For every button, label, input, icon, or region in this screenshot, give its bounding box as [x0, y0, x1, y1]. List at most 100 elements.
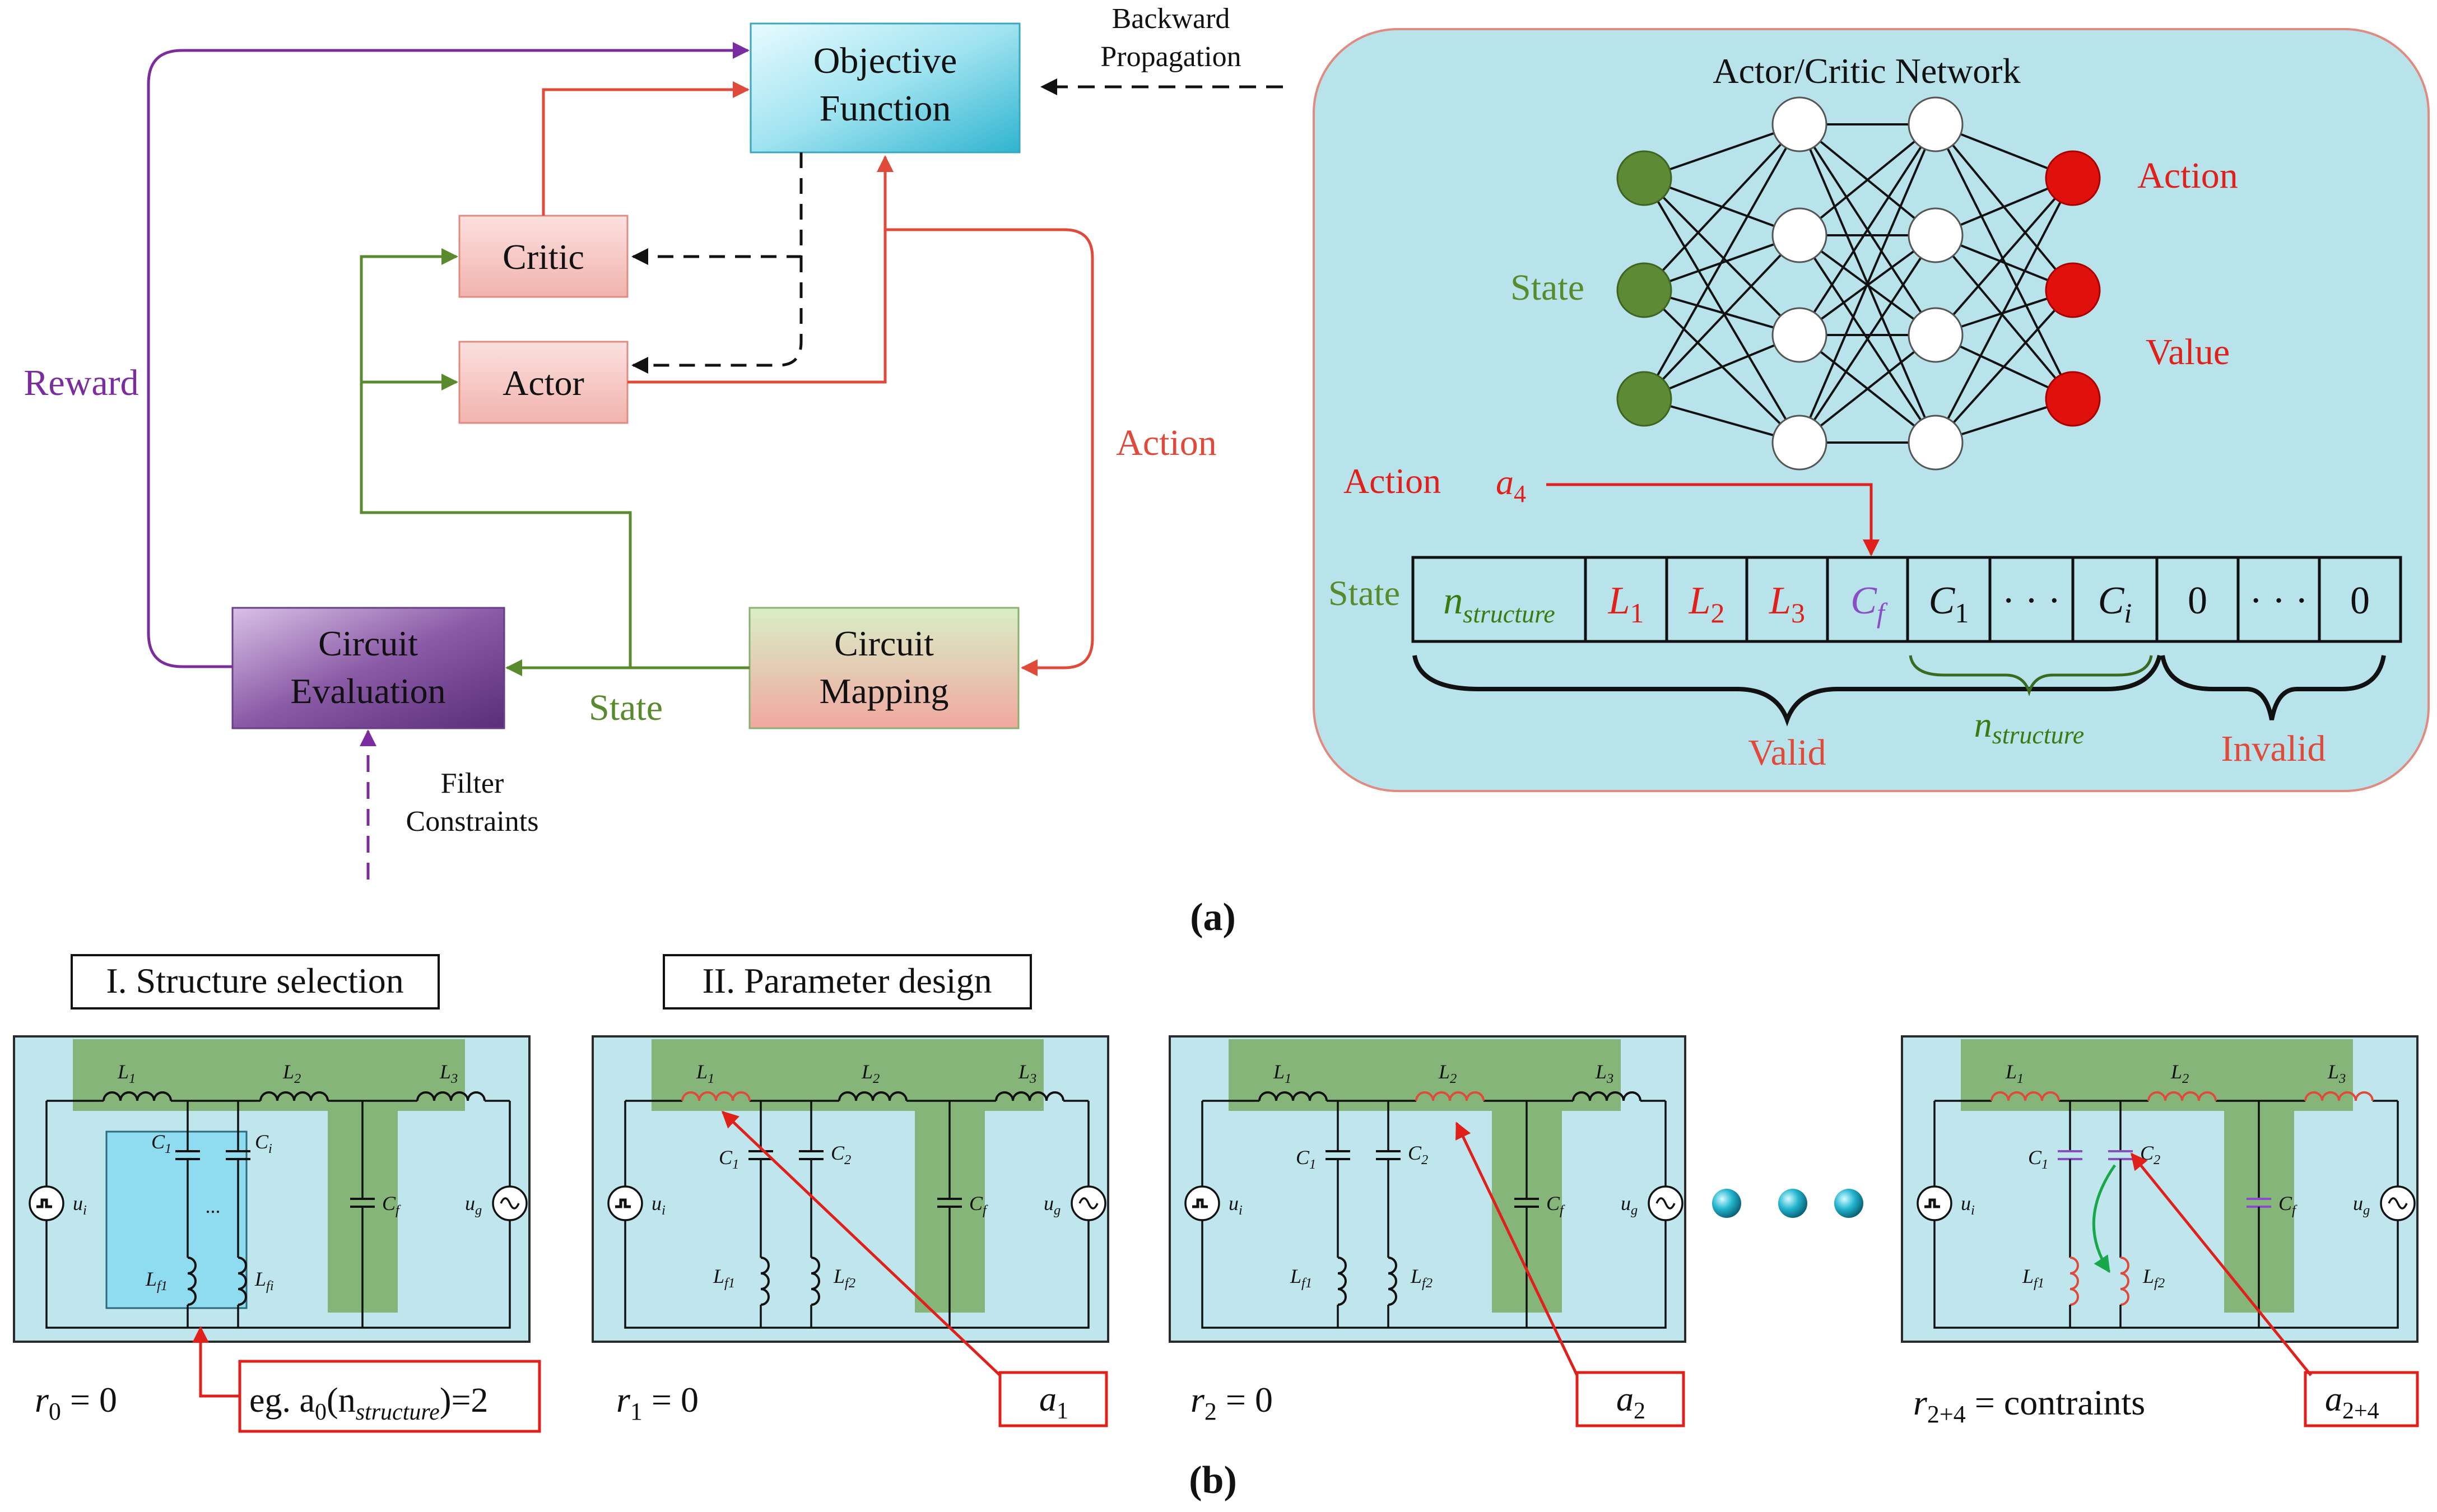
inductor	[187, 1257, 197, 1306]
a4-arrow	[1546, 483, 1880, 556]
part-b: I. Structure selection II. Parameter des…	[13, 954, 2419, 1433]
structure-selection-box	[71, 954, 440, 1009]
state-cell-label: 0	[2188, 579, 2207, 622]
swap-arrow	[2092, 1164, 2117, 1273]
component-label: ug	[2353, 1192, 2370, 1218]
actor-box	[458, 341, 629, 424]
network-edge	[1798, 334, 1937, 444]
state-row-label: State	[1328, 573, 1400, 613]
network-edge	[1798, 123, 1937, 236]
circuit-evaluation-line1: Circuit	[318, 624, 418, 663]
component-label: L3	[2327, 1060, 2346, 1086]
a4-label: a4	[1496, 462, 1526, 508]
flow-diagram: Objective Function Backward Propagation …	[24, 3, 1283, 880]
valid-label: Valid	[1748, 732, 1826, 773]
state-cell	[2318, 556, 2402, 643]
a24-box	[2304, 1371, 2419, 1427]
inductor	[1572, 1091, 1641, 1101]
r24-label: r2+4 = contraints	[1913, 1383, 2145, 1428]
inductor	[2069, 1257, 2079, 1306]
state-to-actor-critic-path	[360, 248, 632, 668]
state-cell-label: Ci	[2098, 579, 2132, 629]
inductor	[2120, 1257, 2129, 1306]
network-panel-bg	[1313, 28, 2430, 792]
inductor	[103, 1091, 172, 1101]
action-to-mapping-arrow	[885, 228, 1094, 676]
square-wave-icon	[36, 1198, 52, 1208]
filter-constraints-line1: Filter	[441, 767, 504, 799]
objective-function-box	[750, 22, 1021, 153]
component-label: ui	[1961, 1192, 1975, 1218]
inductor	[1337, 1257, 1347, 1306]
sine-icon	[1655, 1197, 1676, 1209]
inductor	[1258, 1091, 1328, 1101]
component-label: L2	[1438, 1060, 1457, 1086]
state-cell-label: L2	[1689, 579, 1725, 629]
a2-arrow	[1455, 1122, 1579, 1376]
component-label: Lf1	[1290, 1265, 1312, 1291]
invalid-label: Invalid	[2221, 728, 2326, 769]
a2-label: a2	[1616, 1380, 1645, 1424]
circuit-evaluation-line2: Evaluation	[290, 671, 445, 711]
r2-label: r2 = 0	[1190, 1380, 1273, 1425]
eg-box	[238, 1360, 541, 1433]
r0-label: r0 = 0	[35, 1380, 117, 1425]
square-wave-icon	[615, 1198, 631, 1208]
component-label: Lf2	[1410, 1265, 1433, 1291]
component-label: C2	[831, 1142, 851, 1167]
component-label: Cf	[382, 1192, 401, 1218]
state-cell-label: · · ·	[2002, 579, 2061, 622]
inductor	[2147, 1091, 2217, 1101]
eg-label: eg. a0(nstructure)=2	[249, 1381, 488, 1425]
network-node	[1771, 207, 1827, 263]
network-value-label: Value	[2146, 332, 2230, 373]
parameter-design-label: II. Parameter design	[702, 961, 992, 1001]
component-label: ug	[1044, 1192, 1061, 1218]
state-cell-label: L3	[1769, 579, 1805, 629]
component-label: Lf1	[713, 1265, 735, 1291]
component-label: Ci	[255, 1130, 272, 1156]
circuit-mapping-box	[748, 607, 1020, 729]
network-node	[2045, 371, 2101, 427]
a2-box	[1575, 1371, 1685, 1427]
invalid-brace	[2160, 655, 2386, 720]
critic-box	[458, 215, 629, 298]
inductor	[811, 1257, 820, 1306]
network-edge	[1798, 124, 1937, 443]
network-edge	[1934, 289, 2074, 444]
objective-function-line1: Objective	[813, 40, 957, 81]
inductor	[259, 1091, 329, 1101]
n-structure-brace	[1909, 655, 2153, 696]
component-label: L1	[696, 1060, 714, 1086]
network-node	[1616, 371, 1672, 427]
state-cell-label: C1	[1929, 579, 1969, 629]
state-cell-label: · · ·	[2249, 579, 2308, 622]
component-label: ui	[1229, 1192, 1243, 1218]
square-wave-icon	[1924, 1198, 1940, 1208]
network-node	[2045, 150, 2101, 206]
component-label: Lf1	[145, 1268, 168, 1294]
state-vector-action-label: Action	[1343, 461, 1441, 501]
network-node	[2045, 262, 2101, 318]
network-nodes	[1616, 96, 2101, 471]
component-label: L3	[1018, 1060, 1036, 1086]
network-node	[1908, 96, 1964, 152]
structure-selection-label: I. Structure selection	[106, 961, 403, 1001]
network-action-label: Action	[2137, 155, 2238, 196]
network-edge	[1643, 123, 1801, 291]
state-cell-label: nstructure	[1443, 579, 1555, 628]
inductor	[760, 1257, 770, 1306]
network-edge	[1798, 234, 1937, 444]
a24-label: a2+4	[2325, 1380, 2379, 1424]
reward-arrow-objective	[147, 42, 750, 668]
network-edge	[1644, 334, 1800, 400]
parallel-branch-group	[105, 1130, 248, 1309]
component-label: L1	[2005, 1060, 2024, 1086]
a1-arrow	[721, 1110, 1001, 1376]
r1-label: r1 = 0	[616, 1380, 699, 1425]
parameter-design-box	[663, 954, 1032, 1009]
